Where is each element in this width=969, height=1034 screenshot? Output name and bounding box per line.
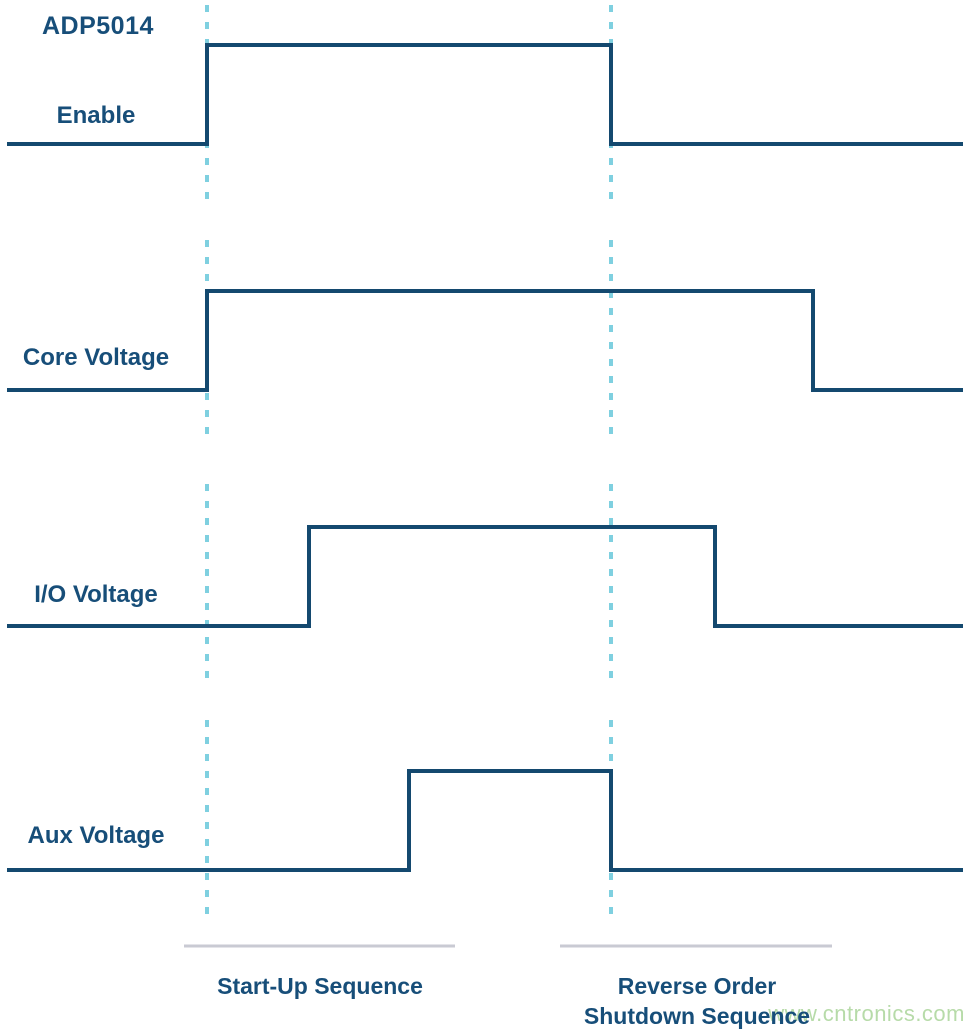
signal-label-io-voltage: I/O Voltage bbox=[34, 581, 158, 608]
waveform-core-voltage bbox=[7, 289, 963, 392]
signal-label-enable: Enable bbox=[56, 102, 136, 129]
signal-label-core-voltage: Core Voltage bbox=[22, 344, 170, 371]
waveform-aux-voltage bbox=[7, 769, 963, 872]
startup-sequence-label: Start-Up Sequence bbox=[170, 971, 470, 1001]
watermark-text: www.cntronics.com bbox=[768, 1001, 965, 1026]
startup-sequence-text: Start-Up Sequence bbox=[217, 973, 423, 999]
shutdown-sequence-text-line2: Shutdown Sequence bbox=[583, 1003, 811, 1029]
waveform-i-o-voltage bbox=[7, 525, 963, 628]
signal-label-aux-voltage: Aux Voltage bbox=[27, 822, 165, 849]
waveform-enable bbox=[7, 43, 963, 146]
page-title: ADP5014 bbox=[42, 12, 154, 40]
shutdown-sequence-text-line1: Reverse Order bbox=[617, 973, 777, 999]
shutdown-sequence-label: Reverse Order Shutdown Sequence bbox=[537, 971, 857, 1031]
